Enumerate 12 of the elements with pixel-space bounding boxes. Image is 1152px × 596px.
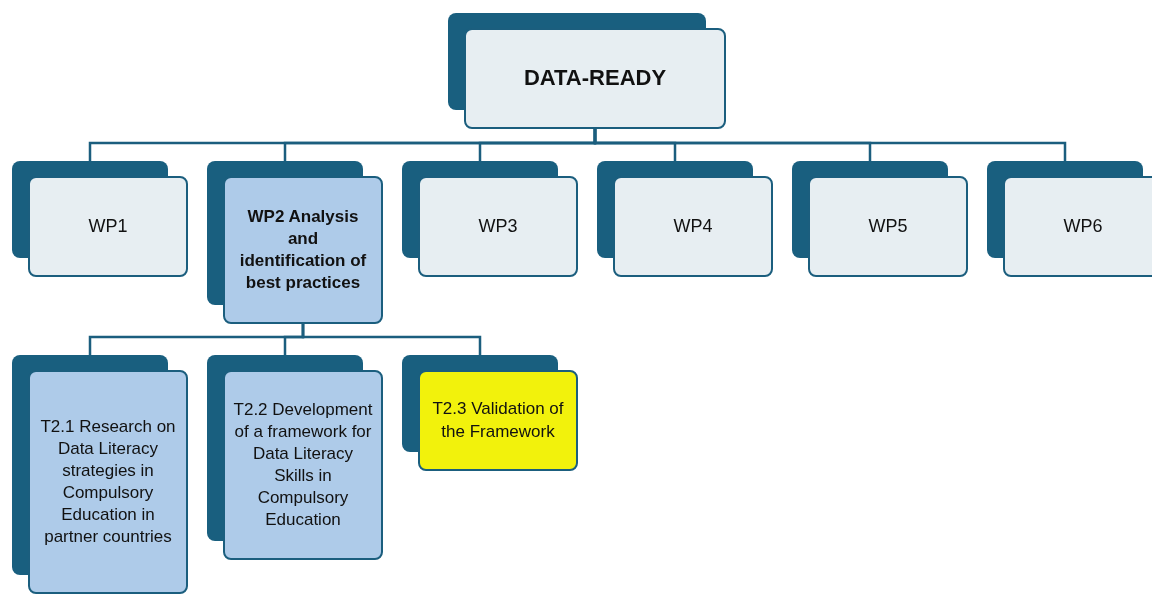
node-label: DATA-READY [523,64,667,93]
node-label: WP6 [1063,214,1103,238]
node-label: T2.1 Research on Data Literacy strategies in Compulsory Education in partner countries [39,415,177,549]
node-label: T2.2 Development of a framework for Data Literacy Skills in Compulsory Education [233,398,373,532]
node-label: WP3 [478,214,518,238]
connector-line [301,324,482,355]
node-label: T2.3 Validation of the Framework [431,398,565,443]
node-label: WP4 [673,214,713,238]
node-label: WP2 Analysis and identification of best practices [238,205,368,295]
connector-line [593,129,1067,161]
node-label: WP1 [88,214,128,238]
node-label: WP5 [868,214,908,238]
